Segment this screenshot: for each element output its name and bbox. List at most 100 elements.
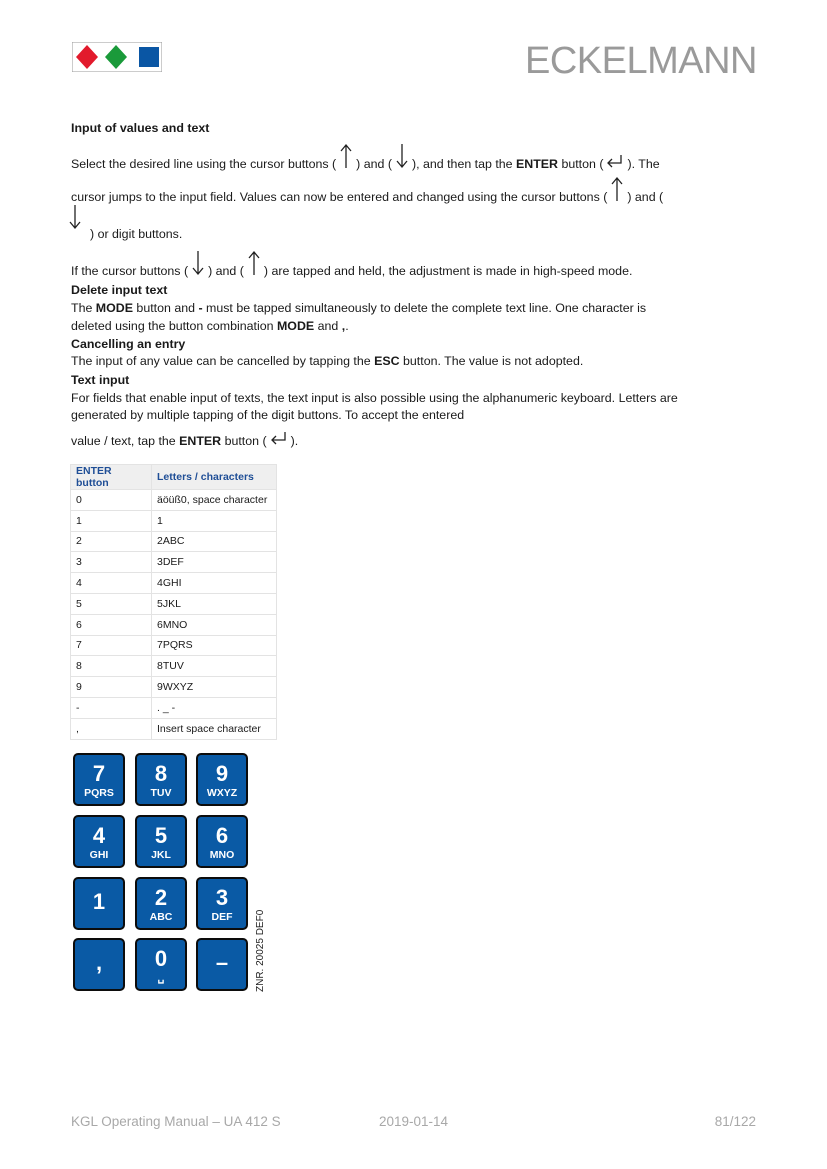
arrow-down-icon: [69, 205, 81, 230]
brand-wordmark: ECKELMANN: [525, 40, 758, 82]
arrow-up-icon: [611, 176, 623, 201]
section-heading-text-input: Text input: [71, 373, 130, 387]
key-cell: ,: [70, 717, 152, 740]
key-cell: 9: [70, 676, 152, 698]
section-heading-cancel: Cancelling an entry: [71, 337, 186, 351]
characters-cell: 8TUV: [151, 655, 277, 678]
footer-date: 2019-01-14: [379, 1114, 449, 1129]
paragraph-line: cursor jumps to the input field. Values …: [71, 176, 663, 205]
characters-cell: 3DEF: [151, 551, 277, 574]
characters-cell: . _ -: [151, 696, 277, 719]
section-heading-delete: Delete input text: [71, 283, 168, 297]
key-letters: WXYZ: [206, 787, 238, 799]
characters-cell: äöüß0, space character: [151, 489, 277, 511]
arrow-down-icon: [192, 250, 204, 275]
key-digit: 0: [154, 946, 168, 971]
key-digit: 2: [154, 885, 168, 910]
key-letters: GHI: [89, 849, 109, 861]
column-header: ENTER button: [70, 464, 152, 490]
arrow-down-icon: [396, 143, 408, 168]
footer-title: KGL Operating Manual – UA 412 S: [71, 1114, 281, 1129]
paragraph-line: The input of any value can be cancelled …: [71, 354, 584, 368]
keypad-key[interactable]: –: [196, 938, 248, 991]
characters-cell: 1: [151, 509, 277, 532]
key-digit: 3: [215, 885, 229, 910]
key-digit: 1: [92, 889, 106, 914]
characters-cell: 6MNO: [151, 613, 277, 636]
keypad-key[interactable]: 0␣: [135, 938, 187, 991]
arrow-up-icon: [248, 250, 260, 275]
enter-icon: [607, 154, 623, 168]
characters-cell: 2ABC: [151, 530, 277, 553]
table-row: ,Insert space character: [70, 717, 277, 740]
characters-cell: 7PQRS: [151, 634, 277, 657]
figure-id: ZNR. 20025 DEF0: [255, 909, 266, 992]
section-heading-input-values: Input of values and text: [71, 121, 210, 135]
key-letters: ␣: [157, 972, 165, 984]
footer-page-number: 81/122: [714, 1114, 756, 1129]
key-cell: 1: [70, 509, 152, 532]
characters-cell: 5JKL: [151, 592, 277, 615]
paragraph-line: generated by multiple tapping of the dig…: [71, 408, 465, 422]
key-cell: 2: [70, 530, 152, 553]
key-digit: ,: [95, 950, 103, 975]
key-cell: 7: [70, 634, 152, 657]
paragraph-line: For fields that enable input of texts, t…: [71, 391, 678, 405]
key-cell: 8: [70, 655, 152, 678]
key-digit: 5: [154, 823, 168, 848]
paragraph-line: Select the desired line using the cursor…: [71, 143, 660, 172]
key-digit: 6: [215, 823, 229, 848]
key-cell: -: [70, 696, 152, 719]
characters-cell: Insert space character: [151, 717, 277, 740]
paragraph-line: ) or digit buttons.: [90, 227, 183, 241]
characters-cell: 9WXYZ: [151, 676, 277, 698]
key-digit: 8: [154, 761, 168, 786]
paragraph-line: The MODE button and - must be tapped sim…: [71, 301, 647, 315]
table-row: -. _ -: [70, 696, 277, 719]
key-letters: ABC: [149, 911, 173, 923]
key-letters: PQRS: [84, 787, 114, 799]
arrow-up-icon: [340, 143, 352, 168]
key-digit: –: [215, 950, 229, 975]
characters-cell: 4GHI: [151, 572, 277, 594]
key-cell: 6: [70, 613, 152, 636]
table-header-row: ENTER button Letters / characters: [70, 464, 277, 490]
key-letters: DEF: [211, 911, 233, 923]
paragraph-line: value / text, tap the ENTER button ().: [71, 431, 298, 449]
key-letters: JKL: [151, 849, 171, 861]
key-digit: 4: [92, 823, 106, 848]
eckelmann-logo: [72, 42, 162, 72]
key-cell: 3: [70, 551, 152, 574]
key-digit: 9: [215, 761, 229, 786]
keypad-key[interactable]: 1: [73, 877, 125, 930]
key-cell: 5: [70, 592, 152, 615]
key-cell: 4: [70, 572, 152, 594]
key-letters: TUV: [150, 787, 172, 799]
paragraph-line: deleted using the button combination MOD…: [71, 319, 349, 333]
keypad-key[interactable]: ,: [73, 938, 125, 991]
paragraph-line: If the cursor buttons () and () are tapp…: [71, 250, 632, 279]
key-letters: MNO: [209, 849, 235, 861]
column-header: Letters / characters: [151, 464, 277, 490]
key-digit: 7: [92, 761, 106, 786]
key-cell: 0: [70, 489, 152, 511]
